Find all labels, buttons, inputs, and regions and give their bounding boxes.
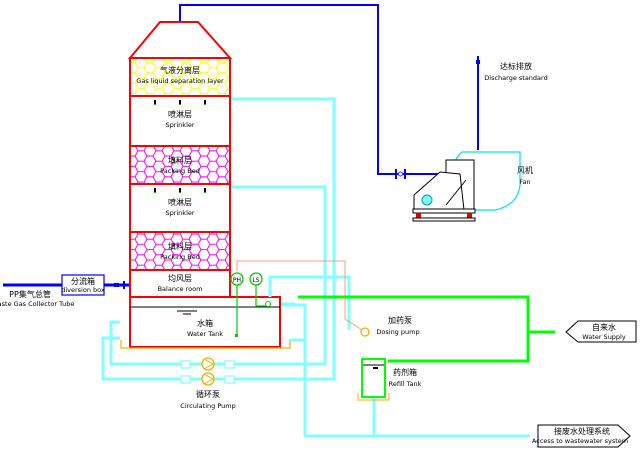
diversion-box-label-zh: 分流箱 [71,276,95,286]
tank-base [120,340,291,349]
tank-side-line [282,303,307,352]
balance-room [129,269,231,299]
dosing-pump-icon[interactable] [360,327,370,337]
fan-icon[interactable] [412,151,521,222]
sprinkler-upper-label-zh: 喷淋层 [168,109,192,119]
dosing-pump-label-zh: 加药泵 [388,315,412,325]
balance-room-label-en: Balance room [158,285,203,293]
separation-layer [129,57,231,97]
water-tank [129,296,281,348]
water-tank-label-en: Water Tank [187,330,223,338]
water-supply-label-zh: 自来水 [592,322,616,332]
damper-valve-icon[interactable] [395,169,406,179]
pump1-loop [109,320,325,366]
dosing-pump-label-en: Dosing pump [376,328,419,336]
gas-pipes [3,4,480,289]
exhaust-duct-to-fan [179,4,398,175]
refill-tank[interactable] [357,358,390,401]
packing-lower-label-en: Packing Bed [160,253,200,261]
wastewater-callout[interactable]: 接废水处理系统 Access to wastewater system [532,424,631,448]
wastewater-label-en: Access to wastewater system [532,437,628,445]
refill-tank-label-zh: 药剂箱 [393,367,417,377]
ls-label: LS [252,277,259,284]
sprinkler-lower-label-en: Sprinkler [165,209,194,217]
ph-sensor[interactable]: PH [230,272,244,337]
sprinkler-nozzles-lower [154,188,206,193]
sprinkler-nozzles-upper [154,100,206,105]
signal-line [236,260,363,331]
level-switch[interactable]: LS [249,272,271,307]
dosing-pipes [298,295,555,363]
collector-label-en: Waste Gas Collector Tube [0,300,74,308]
discharge-label-zh: 达标排放 [500,61,532,71]
makeup-line [268,275,351,330]
separation-layer-label-en: Gas liquid separation layer [136,77,224,85]
ph-label: PH [233,277,241,284]
discharge-label-en: Discharge standard [484,74,547,82]
pump-valves[interactable] [180,360,235,384]
diversion-box[interactable]: 分流箱 diversion box [61,274,105,296]
wastewater-label-zh: 接废水处理系统 [554,426,610,436]
scrubber-tower: 气液分离层 Gas liquid separation layer 喷淋层 Sp… [120,21,291,349]
sprinkler-upper-label-en: Sprinkler [165,121,194,129]
collector-label-zh: PP集气总管 [9,289,51,299]
water-supply-label-en: Water Supply [582,333,626,341]
water-pipes [101,97,530,438]
tower-hood [127,21,233,59]
refill-tank-label-en: Refill Tank [389,380,422,388]
water-tank-label-zh: 水箱 [197,318,213,328]
separation-layer-label-zh: 气液分离层 [160,65,200,75]
packing-bed-upper [129,145,231,185]
fan-label-zh: 风机 [517,165,533,175]
diversion-box-label-en: diversion box [61,286,105,294]
balance-room-label-zh: 均风层 [168,273,192,283]
sprinkler-lower-supply [231,185,327,365]
packing-bed-lower [129,231,231,271]
water-supply-callout[interactable]: 自来水 Water Supply [565,320,637,343]
circulating-pump-2-icon[interactable] [201,372,215,386]
packing-upper-label-zh: 填料层 [168,155,192,165]
sprinkler-upper-supply [231,97,336,380]
circulating-pump-1-icon[interactable] [201,357,215,371]
packing-lower-label-zh: 填料层 [168,241,192,251]
packing-upper-label-en: Packing Bed [160,167,200,175]
pump-label-zh: 循环泵 [196,389,220,399]
fan-label-en: Fan [519,178,530,186]
tank-return [290,338,530,438]
sprinkler-lower-label-zh: 喷淋层 [168,197,192,207]
pump2-loop [101,336,334,381]
pump-label-en: Circulating Pump [180,402,235,410]
